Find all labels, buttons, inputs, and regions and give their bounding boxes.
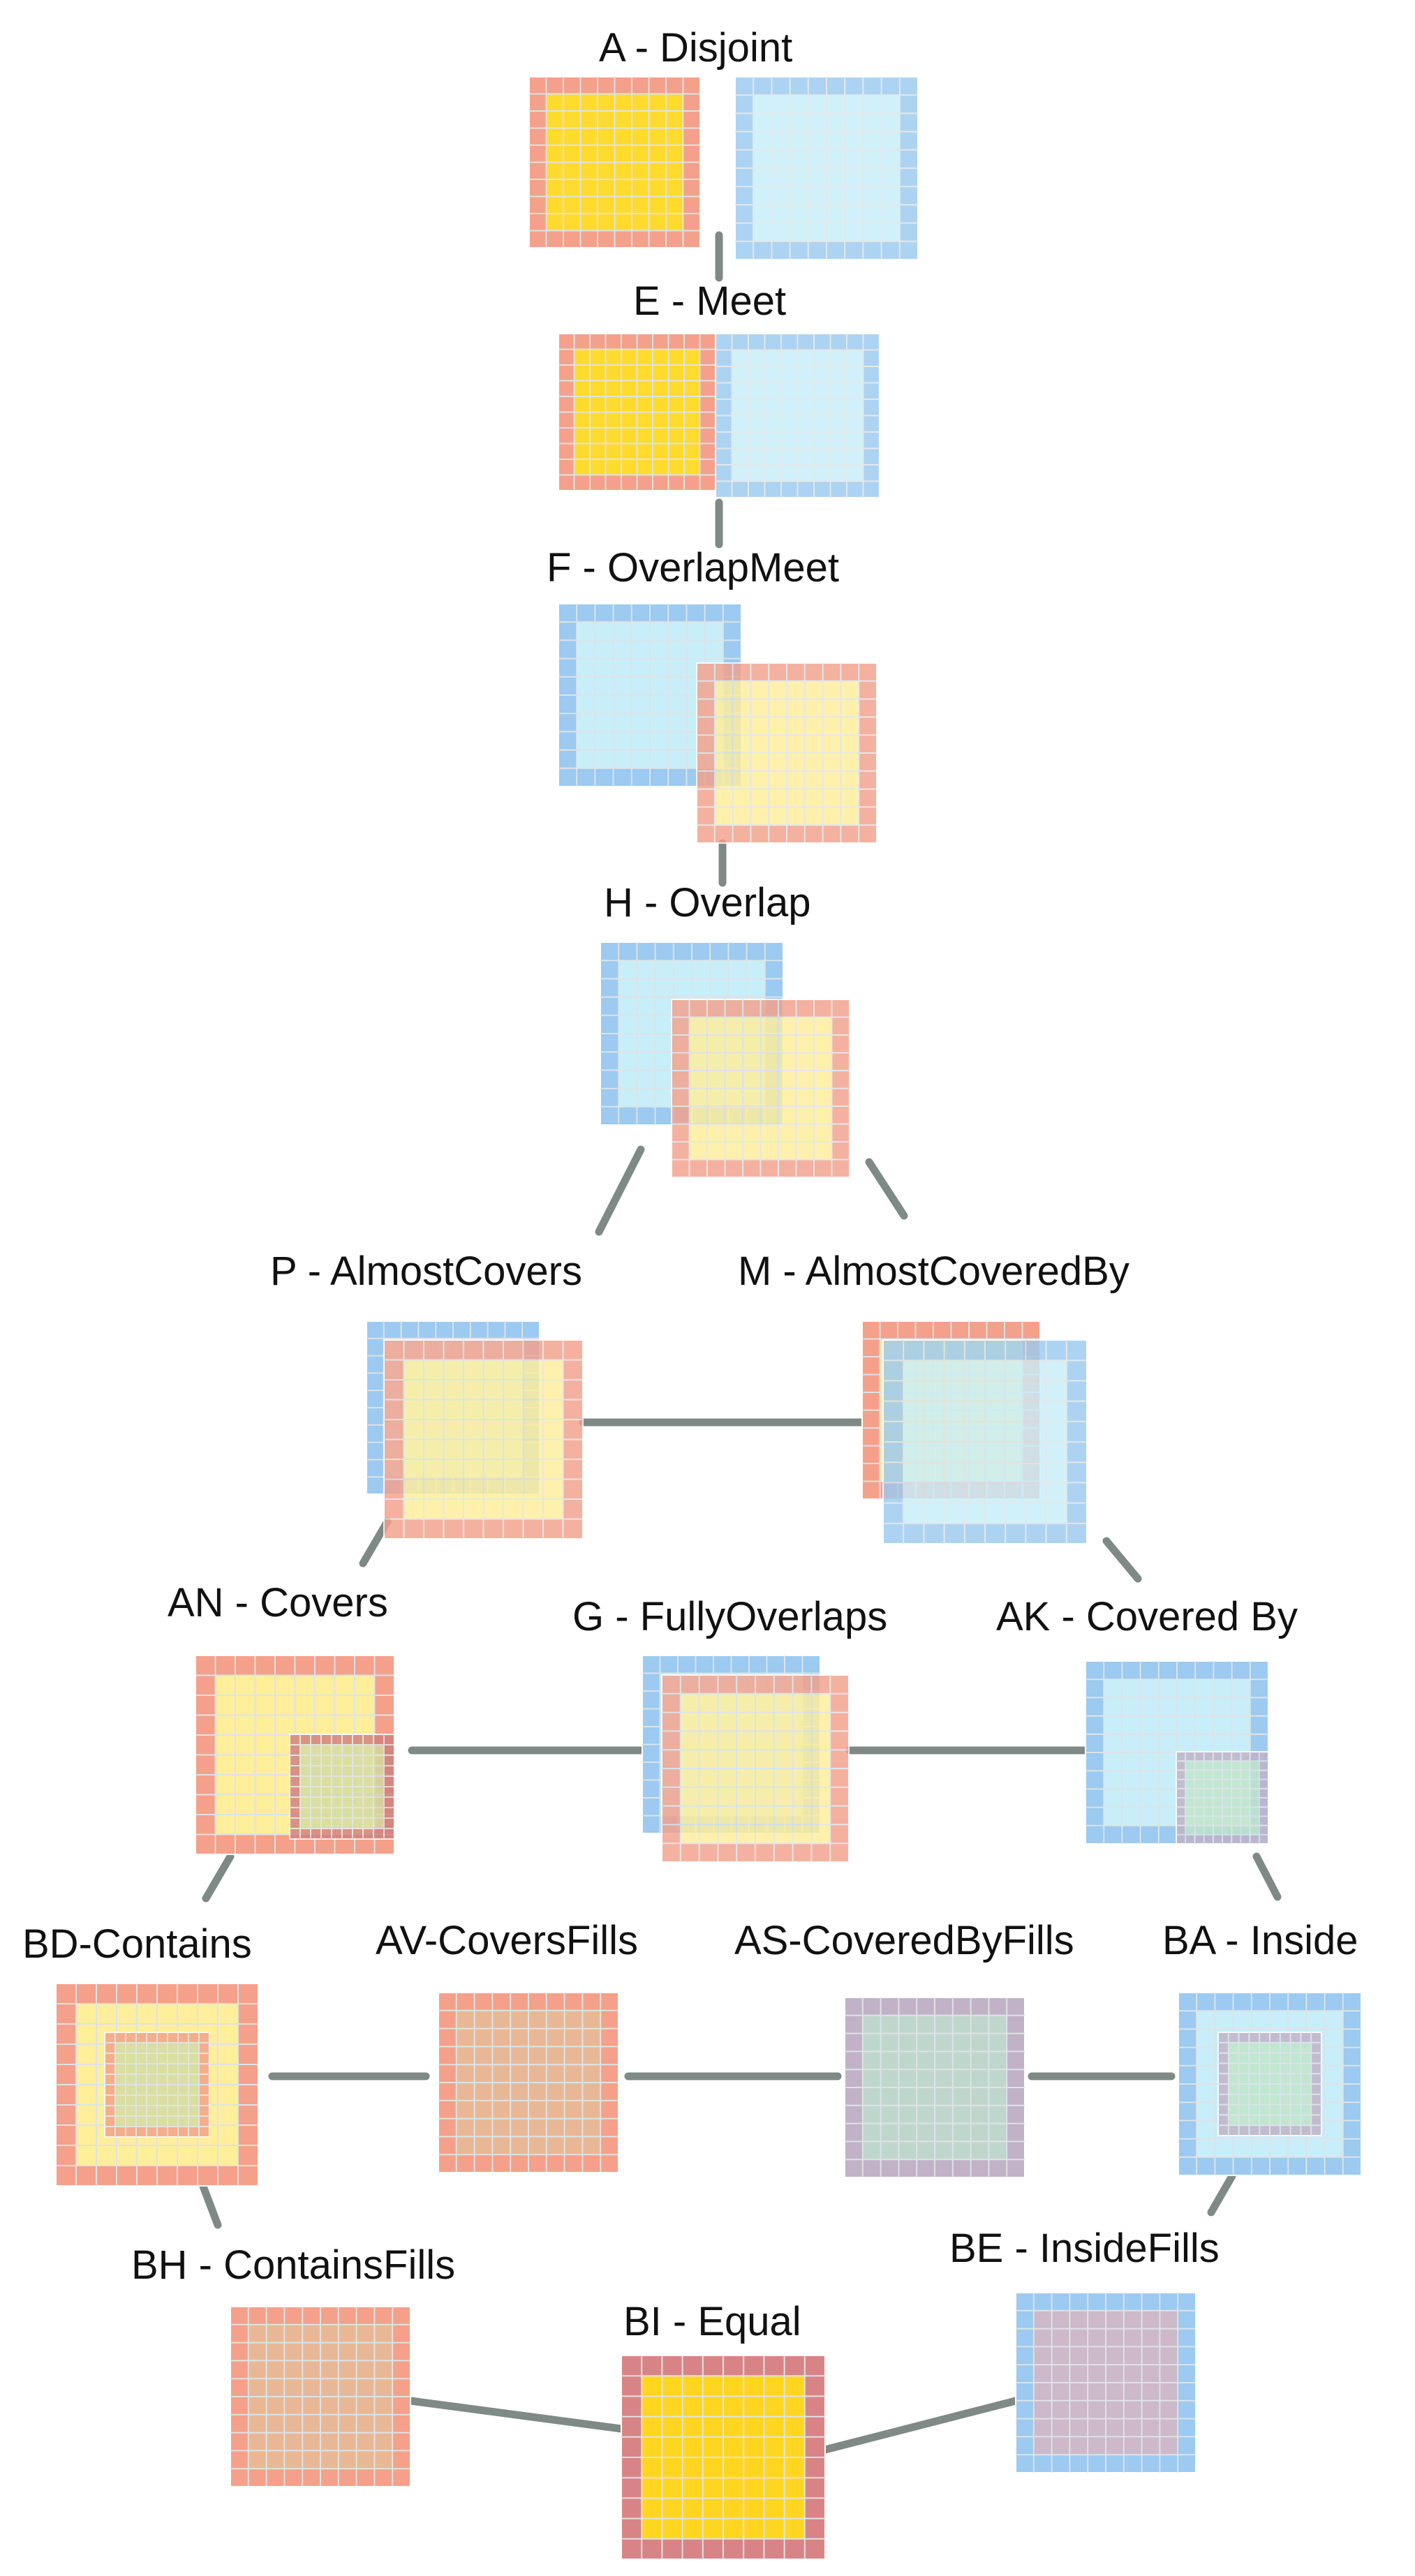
edge-BD-BH	[198, 2180, 222, 2229]
label-BD: BD-Contains	[22, 1921, 252, 1967]
node-m-glyph	[861, 1320, 1088, 1544]
edge-BH-BI	[406, 2397, 625, 2433]
edge-BA-BE	[1207, 2172, 1236, 2217]
node-a-glyph	[528, 76, 919, 260]
node-an-glyph	[195, 1655, 395, 1855]
label-F: F - OverlapMeet	[547, 545, 839, 590]
edges-layer	[198, 231, 1282, 2454]
edge-BE-BI	[821, 2397, 1020, 2454]
label-BA: BA - Inside	[1162, 1918, 1358, 1963]
label-AS: AS-CoveredByFills	[734, 1918, 1074, 1963]
edge-M-AK	[1102, 1537, 1142, 1583]
node-p-glyph	[366, 1320, 584, 1540]
node-h-glyph	[600, 941, 850, 1178]
node-g-glyph	[642, 1655, 850, 1863]
label-AV: AV-CoversFills	[376, 1918, 638, 1963]
label-M: M - AlmostCoveredBy	[738, 1249, 1129, 1294]
node-e-glyph	[558, 333, 880, 498]
node-ak-glyph	[1085, 1660, 1269, 1845]
label-E: E - Meet	[633, 278, 787, 324]
node-bi-glyph	[621, 2355, 826, 2560]
node-f-glyph	[558, 603, 877, 844]
label-BH: BH - ContainsFills	[131, 2242, 456, 2288]
label-A: A - Disjoint	[599, 25, 793, 70]
edge-H-M	[865, 1158, 908, 1220]
edge-AK-BA	[1252, 1852, 1282, 1901]
node-as-glyph	[844, 1997, 1025, 2178]
label-AK: AK - Covered By	[996, 1594, 1298, 1639]
label-G: G - FullyOverlaps	[572, 1594, 888, 1639]
label-AN: AN - Covers	[168, 1580, 388, 1625]
edge-AN-BD	[202, 1852, 235, 1903]
nodes-layer	[55, 76, 1362, 2560]
node-be-glyph	[1015, 2292, 1197, 2473]
label-P: P - AlmostCovers	[270, 1249, 582, 1294]
node-bh-glyph	[230, 2306, 411, 2487]
label-BI: BI - Equal	[623, 2299, 801, 2344]
node-av-glyph	[438, 1992, 619, 2173]
edge-H-P	[595, 1145, 645, 1236]
node-bd-glyph	[55, 1983, 259, 2187]
node-ba-glyph	[1178, 1992, 1362, 2176]
label-H: H - Overlap	[604, 880, 811, 925]
label-BE: BE - InsideFills	[949, 2226, 1220, 2271]
